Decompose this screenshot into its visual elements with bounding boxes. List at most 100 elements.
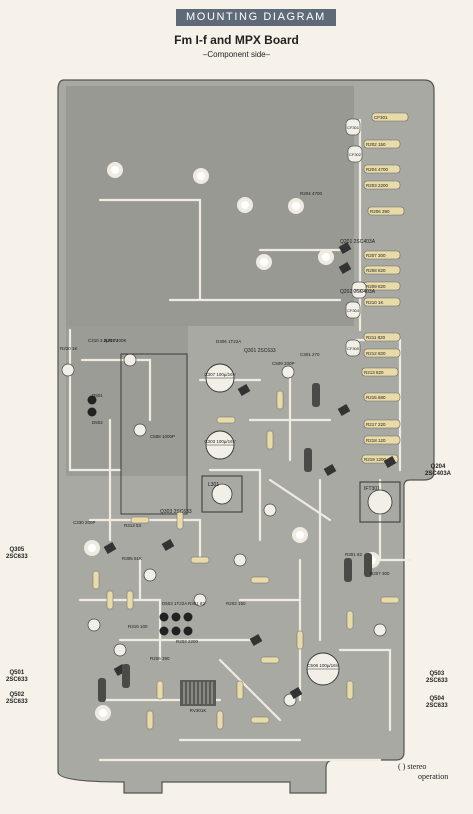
transistor <box>103 542 117 554</box>
resistor <box>363 348 401 358</box>
resistor-small <box>296 630 304 650</box>
q305-number: Q305 <box>9 547 25 553</box>
q204-part: 2SC403A <box>425 471 452 477</box>
ground-pour <box>66 86 354 326</box>
resistor-small <box>216 710 224 730</box>
l301-can <box>201 475 243 513</box>
diode-label: R301 82 <box>345 552 363 557</box>
legend-symbol: ( ) <box>398 762 406 771</box>
resistor-label: R217 220 <box>366 422 386 427</box>
transistor <box>323 464 337 476</box>
diode-pad <box>159 626 169 636</box>
ceramic-filter <box>345 301 361 319</box>
transistor <box>383 456 397 468</box>
stereo-legend: ( ) stereo operation <box>398 762 448 782</box>
q501-label: Q501 2SC633 <box>6 670 28 684</box>
ift301-can <box>359 481 401 523</box>
small-capacitor <box>143 568 157 582</box>
resistor-small <box>146 710 154 730</box>
resistor-label: C509 200P <box>272 361 295 366</box>
mounting-hole <box>296 531 304 539</box>
mounting-hole <box>197 172 205 180</box>
resistor-small <box>130 516 150 524</box>
trimmer-label: RV301K <box>190 708 207 713</box>
resistor-label: C310 3.3µ/10V <box>88 338 118 343</box>
transistor <box>338 262 352 274</box>
legend-line2: operation <box>418 772 449 781</box>
q504-label: Q504 2SC633 <box>426 696 448 710</box>
resistor-label: R203 2200 <box>366 183 389 188</box>
q305-label: Q305 2SC633 <box>6 547 28 561</box>
ceramic-filter <box>345 118 361 136</box>
mounting-hole <box>292 202 300 210</box>
diode-pad <box>171 626 181 636</box>
resistor-small <box>156 680 164 700</box>
resistor-label: R213 820 <box>364 370 384 375</box>
transistor-label: Q301 2SC633 <box>244 348 276 354</box>
transistor <box>289 687 303 699</box>
q503-number: Q503 <box>429 671 445 677</box>
small-capacitor <box>61 363 75 377</box>
q503-part: 2SC633 <box>426 678 448 684</box>
small-capacitor <box>281 365 295 379</box>
resistor-label: R209 820 <box>366 284 386 289</box>
resistor-small <box>260 656 280 664</box>
transistor <box>337 404 351 416</box>
diode <box>98 678 106 702</box>
resistor-small <box>380 596 400 604</box>
filter-label: CF301 <box>347 125 360 130</box>
q204-label: Q204 2SC403A <box>425 464 451 478</box>
resistor <box>363 419 401 429</box>
small-capacitor <box>373 623 387 637</box>
resistor-label: CF301 <box>374 115 388 120</box>
resistor-label: R204 4700 <box>366 167 389 172</box>
small-capacitor <box>233 553 247 567</box>
resistor-label: C330 200P <box>73 520 96 525</box>
coil-label: L301 <box>208 482 219 488</box>
diode-pad <box>171 612 181 622</box>
capacitor-label: C307 100µ/16V <box>204 372 235 377</box>
resistor-label: R305 51K <box>122 556 142 561</box>
diode-label: R202 150 <box>226 601 246 606</box>
q501-part: 2SC633 <box>6 677 28 683</box>
diode-label: R207 300 <box>370 571 390 576</box>
resistor-label: R202 150 <box>366 142 386 147</box>
diode <box>312 383 320 407</box>
q503-label: Q503 2SC633 <box>426 671 448 685</box>
small-capacitor <box>263 503 277 517</box>
diode-label: D502 <box>92 420 103 425</box>
transistor-label: Q202 2SC403A <box>340 289 376 295</box>
transistor-label: Q201 2SC403A <box>340 239 376 245</box>
resistor-small <box>250 716 270 724</box>
resistor-label: R211 820 <box>366 335 386 340</box>
mounting-hole <box>260 258 268 266</box>
q501-number: Q501 <box>9 670 25 676</box>
capacitor-label: C508 1000P <box>150 434 175 439</box>
capacitor-label: D306 1T22A <box>216 339 241 344</box>
diode <box>364 553 372 577</box>
resistor <box>363 164 401 174</box>
mounting-hole <box>111 166 119 174</box>
resistor-label: R218 120 <box>366 438 386 443</box>
resistor <box>363 265 401 275</box>
mpx-block-outline <box>120 353 188 515</box>
resistor-small <box>126 590 134 610</box>
rv301-trimmer <box>180 680 216 706</box>
resistor-small <box>346 680 354 700</box>
resistor-label: R215 680 <box>366 395 386 400</box>
resistor <box>363 139 401 149</box>
diode-label: D501 <box>92 393 103 398</box>
ift301-core <box>367 489 393 515</box>
filter-label: CF302 <box>349 152 362 157</box>
transistor-label: Q303 2SC633 <box>160 509 192 515</box>
resistor <box>363 180 401 190</box>
transistor <box>237 384 251 396</box>
resistor-label: R204 4700 <box>300 191 323 196</box>
q504-part: 2SC633 <box>426 703 448 709</box>
small-capacitor <box>87 618 101 632</box>
capacitor-label: C303 100µ/16V <box>204 439 235 444</box>
resistor-label: R208 820 <box>366 268 386 273</box>
diode-label: D503 1T22A <box>162 601 187 606</box>
diagram-banner: MOUNTING DIAGRAM <box>176 9 336 26</box>
diode-pad <box>159 612 169 622</box>
